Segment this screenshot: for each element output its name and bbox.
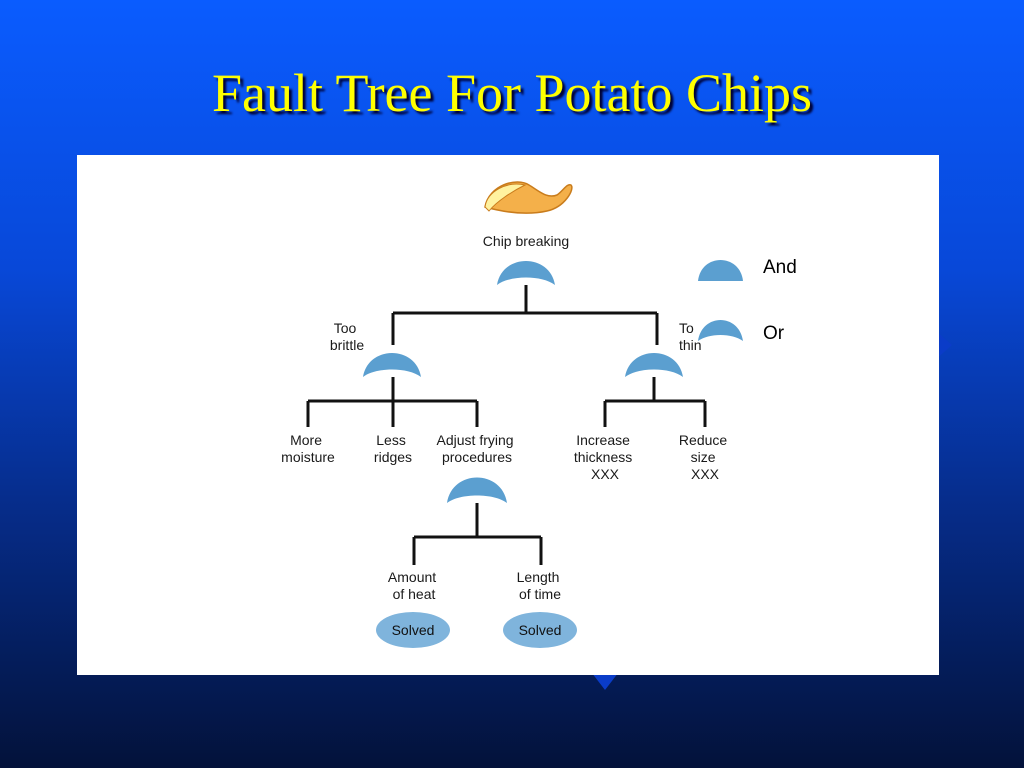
increase-thickness-label: Increase thickness XXX <box>574 432 636 482</box>
length-of-time-label: Length of time <box>517 569 564 602</box>
fault-tree-panel: Chip breaking Too brittle To thin More m… <box>77 155 939 675</box>
adjust-frying-or-gate-icon <box>447 477 507 503</box>
adjust-frying-label: Adjust frying procedures <box>437 432 518 465</box>
top-or-gate-icon <box>497 261 555 285</box>
legend: And Or <box>698 257 797 344</box>
and-gate-icon <box>698 260 743 281</box>
legend-and-label: And <box>763 257 797 278</box>
too-brittle-or-gate-icon <box>363 353 421 377</box>
or-gate-icon <box>698 320 743 341</box>
less-ridges-label: Less ridges <box>374 432 412 465</box>
slide-title: Fault Tree For Potato Chips <box>211 63 813 123</box>
top-event-label: Chip breaking <box>483 233 569 249</box>
potato-chip-icon <box>484 181 573 214</box>
reduce-size-label: Reduce size XXX <box>679 432 731 482</box>
fault-tree-diagram: Chip breaking Too brittle To thin More m… <box>281 181 797 648</box>
solved-badge-time: Solved <box>503 612 577 648</box>
legend-or-label: Or <box>763 323 785 344</box>
svg-text:Solved: Solved <box>392 622 435 638</box>
too-thin-or-gate-icon <box>625 353 683 377</box>
solved-badge-heat: Solved <box>376 612 450 648</box>
svg-text:Solved: Solved <box>519 622 562 638</box>
too-thin-label: To thin <box>679 320 702 353</box>
more-moisture-label: More moisture <box>281 432 335 465</box>
amount-of-heat-label: Amount of heat <box>388 569 440 602</box>
too-brittle-label: Too brittle <box>330 320 364 353</box>
